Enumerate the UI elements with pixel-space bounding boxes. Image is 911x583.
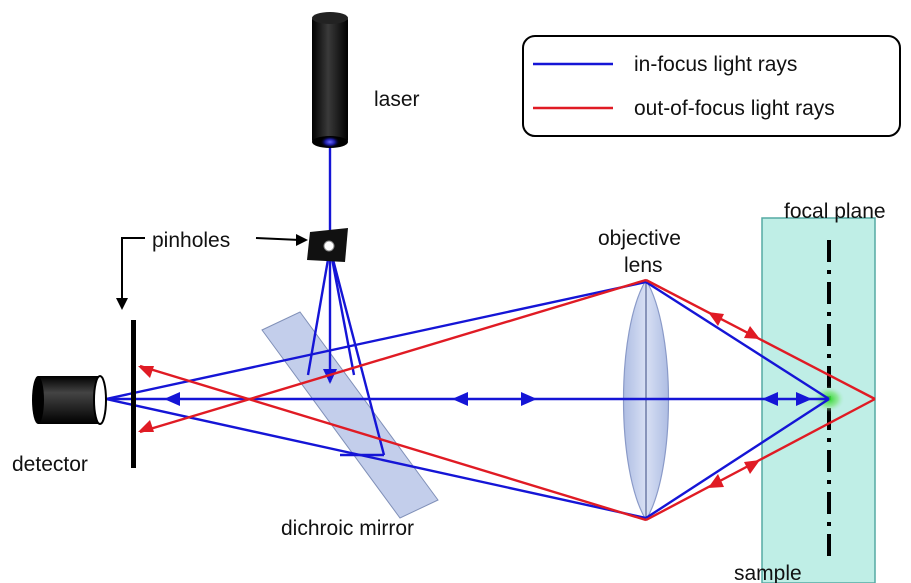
legend-in-focus-label: in-focus light rays	[634, 53, 797, 76]
pinhole-top	[307, 228, 348, 262]
pinholes-arrowhead-down	[116, 298, 128, 310]
dichroic-mirror-label: dichroic mirror	[281, 517, 414, 540]
detector-label: detector	[12, 453, 88, 476]
laser-icon	[312, 12, 348, 148]
laser-label: laser	[374, 88, 420, 111]
detector-icon	[32, 375, 107, 425]
in-focus-rays	[105, 146, 830, 520]
in-focus-arrows	[164, 369, 812, 406]
pinholes-pointer	[121, 237, 301, 300]
sample-label: sample	[734, 562, 802, 583]
pinhole-detector	[131, 320, 136, 468]
dichroic-mirror	[261, 311, 439, 519]
legend-out-of-focus-label: out-of-focus light rays	[634, 97, 835, 120]
objective-label: objective	[598, 227, 681, 250]
lens-label: lens	[624, 254, 663, 277]
out-of-focus-arrows	[138, 312, 760, 488]
legend: in-focus light rays out-of-focus light r…	[522, 35, 901, 137]
pinholes-arrowhead-right	[296, 234, 308, 246]
focal-plane-label: focal plane	[784, 200, 886, 223]
out-of-focus-rays	[139, 278, 876, 522]
pinholes-label: pinholes	[152, 229, 230, 252]
